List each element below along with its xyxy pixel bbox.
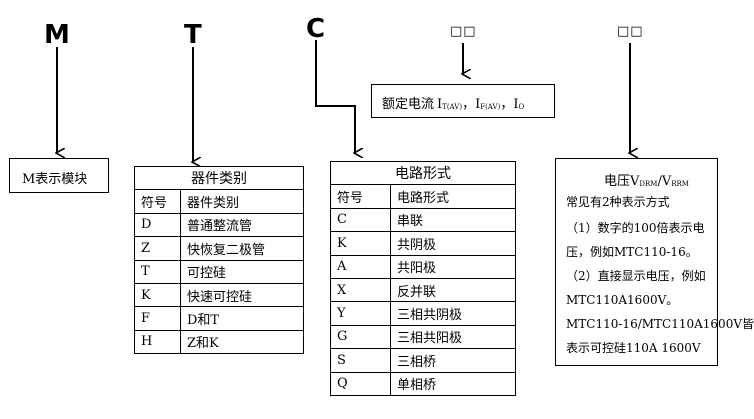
device-symbol-cell: D bbox=[134, 212, 181, 238]
circuit-symbol-cell: X bbox=[330, 277, 391, 303]
device-value-cell: Z和K bbox=[180, 329, 304, 355]
device-value-cell: 普通整流管 bbox=[180, 212, 304, 238]
circuit-symbol-cell: G bbox=[330, 324, 391, 350]
voltage-title: 电压VDRM/VRRM bbox=[604, 174, 689, 189]
device-header-symbol: 符号 bbox=[134, 189, 181, 214]
vdrm-symbol: VDRM bbox=[630, 174, 658, 189]
rated-sep-1: ， bbox=[462, 97, 476, 112]
it-symbol: IT(AV) bbox=[437, 97, 463, 112]
circuit-table-title: 电路形式 bbox=[330, 160, 516, 186]
voltage-note-line: 压，例如MTC110-16。 bbox=[566, 245, 698, 259]
circuit-value-cell: 共阴极 bbox=[390, 231, 516, 256]
voltage-note-line: （2）直接显示电压，例如 bbox=[566, 269, 706, 283]
circuit-value-cell: 单相桥 bbox=[390, 371, 516, 396]
circuit-symbol-cell: K bbox=[330, 231, 391, 256]
device-symbol-cell: T bbox=[134, 259, 181, 284]
rated-sep-2: ， bbox=[500, 97, 514, 112]
circuit-symbol-cell: A bbox=[330, 254, 391, 279]
device-header-category: 器件类别 bbox=[180, 189, 304, 214]
voltage-placeholder-boxes: □□ bbox=[617, 24, 644, 39]
vrrm-symbol: VRRM bbox=[661, 174, 689, 189]
voltage-note-line: MTC110-16/MTC110A1600V皆 bbox=[566, 317, 754, 331]
voltage-note-line: 常见有2种表示方式 bbox=[566, 195, 670, 209]
circuit-value-cell: 三相桥 bbox=[390, 348, 516, 373]
circuit-value-cell: 三相共阳极 bbox=[390, 324, 516, 350]
circuit-symbol-cell: C bbox=[330, 207, 391, 233]
voltage-note-line: MTC110A1600V。 bbox=[566, 293, 679, 307]
if-symbol: IF(AV) bbox=[475, 97, 501, 112]
module-box-text: M表示模块 bbox=[22, 172, 88, 187]
c-arrow bbox=[315, 40, 355, 153]
module-box: M表示模块 bbox=[9, 158, 109, 193]
rated-placeholder-boxes: □□ bbox=[450, 24, 477, 39]
circuit-symbol-cell: Y bbox=[330, 301, 391, 326]
circuit-value-cell: 串联 bbox=[390, 207, 516, 233]
circuit-header-form: 电路形式 bbox=[390, 184, 516, 209]
circuit-header-symbol: 符号 bbox=[330, 184, 391, 209]
device-value-cell: 快速可控硅 bbox=[180, 282, 304, 308]
io-symbol: IO bbox=[513, 97, 525, 112]
rated-current-label: 额定电流 bbox=[382, 97, 435, 112]
device-symbol-cell: F bbox=[134, 306, 181, 331]
voltage-box bbox=[555, 158, 718, 366]
circuit-symbol-cell: Q bbox=[330, 371, 391, 396]
device-value-cell: D和T bbox=[180, 306, 304, 331]
letter-t: T bbox=[184, 20, 202, 50]
device-symbol-cell: K bbox=[134, 282, 181, 308]
device-table-title: 器件类别 bbox=[134, 165, 304, 191]
letter-m: M bbox=[44, 20, 70, 50]
letter-c: C bbox=[306, 14, 326, 44]
device-value-cell: 快恢复二极管 bbox=[180, 236, 304, 261]
circuit-symbol-cell: S bbox=[330, 348, 391, 373]
device-symbol-cell: H bbox=[134, 329, 181, 355]
device-symbol-cell: Z bbox=[134, 236, 181, 261]
device-value-cell: 可控硅 bbox=[180, 259, 304, 284]
circuit-value-cell: 共阳极 bbox=[390, 254, 516, 279]
voltage-note-line: 表示可控硅110A 1600V bbox=[566, 341, 701, 355]
voltage-note-line: （1）数字的100倍表示电 bbox=[566, 221, 705, 235]
circuit-value-cell: 三相共阴极 bbox=[390, 301, 516, 326]
circuit-value-cell: 反并联 bbox=[390, 277, 516, 303]
